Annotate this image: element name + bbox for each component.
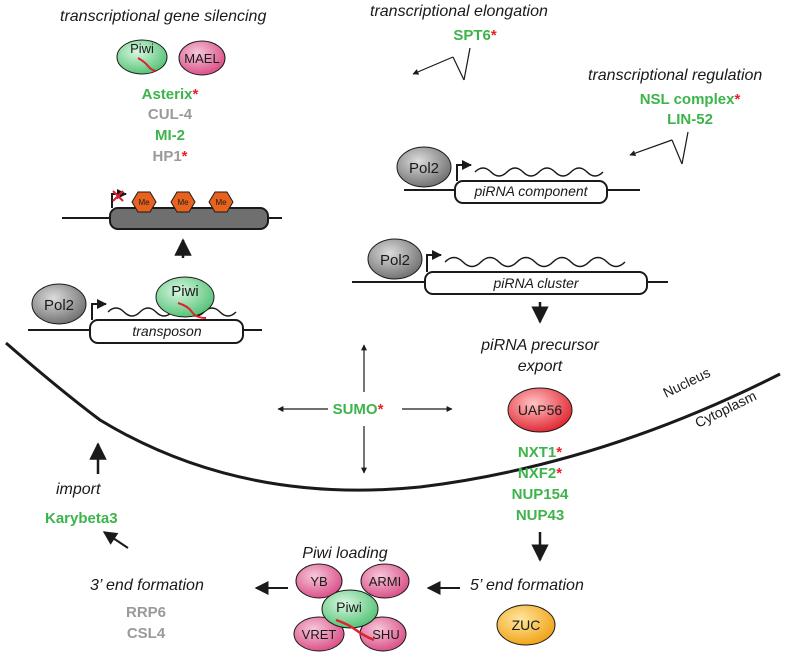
gene-sumo: SUMO* bbox=[333, 401, 384, 418]
vret-protein: VRET bbox=[293, 616, 345, 652]
end5-heading: 5’ end formation bbox=[470, 577, 584, 594]
pol2-transposon: Pol2 bbox=[31, 283, 87, 325]
piwi-loading-heading: Piwi loading bbox=[302, 545, 387, 562]
svg-text:Me: Me bbox=[215, 198, 227, 207]
svg-text:VRET: VRET bbox=[302, 627, 337, 642]
svg-text:ARMI: ARMI bbox=[369, 574, 402, 589]
gene-nxt1: NXT1* bbox=[518, 444, 562, 461]
svg-text:piRNA component: piRNA component bbox=[473, 183, 588, 199]
svg-text:MAEL: MAEL bbox=[184, 51, 219, 66]
uap56-protein: UAP56 bbox=[507, 387, 573, 433]
gene-lin52: LIN-52 bbox=[667, 111, 713, 128]
nuclear-envelope bbox=[5, 341, 781, 492]
mael-protein: MAEL bbox=[178, 40, 226, 76]
shu-protein: SHU bbox=[359, 616, 407, 652]
methyl-mark: Me bbox=[208, 191, 234, 213]
tgs-heading: transcriptional gene silencing bbox=[60, 8, 266, 25]
svg-text:YB: YB bbox=[310, 574, 327, 589]
silenced-chromatin: Me Me Me bbox=[62, 189, 282, 230]
svg-text:Piwi: Piwi bbox=[171, 283, 199, 300]
elongation-heading: transcriptional elongation bbox=[370, 3, 548, 20]
elongation-arrows bbox=[412, 47, 471, 81]
svg-text:transposon: transposon bbox=[132, 323, 201, 339]
export-heading-1: piRNA precursor bbox=[480, 337, 599, 354]
svg-text:piRNA cluster: piRNA cluster bbox=[492, 275, 579, 291]
yb-protein: YB bbox=[295, 563, 343, 599]
gene-spt6: SPT6* bbox=[453, 27, 497, 44]
pol2-component: Pol2 bbox=[396, 146, 452, 188]
piwi-protein-tgs: Piwi bbox=[116, 39, 168, 75]
svg-text:Piwi: Piwi bbox=[336, 599, 362, 615]
regulation-arrows bbox=[629, 131, 689, 165]
gene-mi2: MI-2 bbox=[155, 127, 185, 144]
svg-text:Me: Me bbox=[177, 198, 189, 207]
zuc-protein: ZUC bbox=[496, 604, 556, 646]
nucleus-label: Nucleus bbox=[660, 364, 712, 401]
arrow-3end-to-import bbox=[102, 531, 129, 549]
transposon-locus: transposon bbox=[28, 299, 262, 344]
pirna-cluster-locus: piRNA cluster bbox=[352, 250, 668, 295]
gene-csl4: CSL4 bbox=[127, 625, 166, 642]
gene-nup154: NUP154 bbox=[512, 486, 569, 503]
end3-heading: 3’ end formation bbox=[90, 577, 204, 594]
import-heading: import bbox=[56, 481, 101, 498]
tgs-factor-list: Asterix* CUL-4 MI-2 HP1* bbox=[142, 86, 199, 165]
gene-karybeta3: Karybeta3 bbox=[45, 510, 118, 527]
methyl-mark: Me bbox=[170, 191, 196, 213]
silencing-cross-icon bbox=[112, 190, 124, 202]
methyl-mark: Me bbox=[131, 191, 157, 213]
gene-nup43: NUP43 bbox=[516, 507, 564, 524]
gene-asterix: Asterix* bbox=[142, 86, 199, 103]
svg-text:Me: Me bbox=[138, 198, 150, 207]
sumo-arrows bbox=[277, 344, 453, 474]
svg-text:Piwi: Piwi bbox=[130, 41, 154, 56]
regulation-heading: transcriptional regulation bbox=[588, 67, 762, 84]
gene-hp1: HP1* bbox=[152, 148, 187, 165]
pol2-cluster: Pol2 bbox=[367, 238, 423, 280]
svg-text:UAP56: UAP56 bbox=[518, 402, 563, 418]
pirna-component-locus: piRNA component bbox=[404, 160, 640, 204]
svg-text:ZUC: ZUC bbox=[512, 617, 541, 633]
export-factor-list: NXT1* NXF2* NUP154 NUP43 bbox=[512, 444, 569, 524]
svg-text:Pol2: Pol2 bbox=[44, 297, 74, 314]
svg-text:Pol2: Pol2 bbox=[380, 252, 410, 269]
piwi-protein-loading: Piwi bbox=[321, 589, 379, 642]
gene-nsl-complex: NSL complex* bbox=[640, 91, 741, 108]
armi-protein: ARMI bbox=[360, 563, 410, 599]
export-heading-2: export bbox=[518, 358, 563, 375]
gene-cul4: CUL-4 bbox=[148, 106, 193, 123]
piwi-protein-transposon: Piwi bbox=[155, 276, 215, 319]
svg-text:SHU: SHU bbox=[372, 627, 399, 642]
gene-nxf2: NXF2* bbox=[518, 465, 562, 482]
gene-rrp6: RRP6 bbox=[126, 604, 166, 621]
piwi-rna-strand bbox=[137, 57, 157, 72]
svg-text:Pol2: Pol2 bbox=[409, 160, 439, 177]
piwi-loading-complex: YB ARMI VRET SHU Piwi bbox=[293, 563, 410, 652]
